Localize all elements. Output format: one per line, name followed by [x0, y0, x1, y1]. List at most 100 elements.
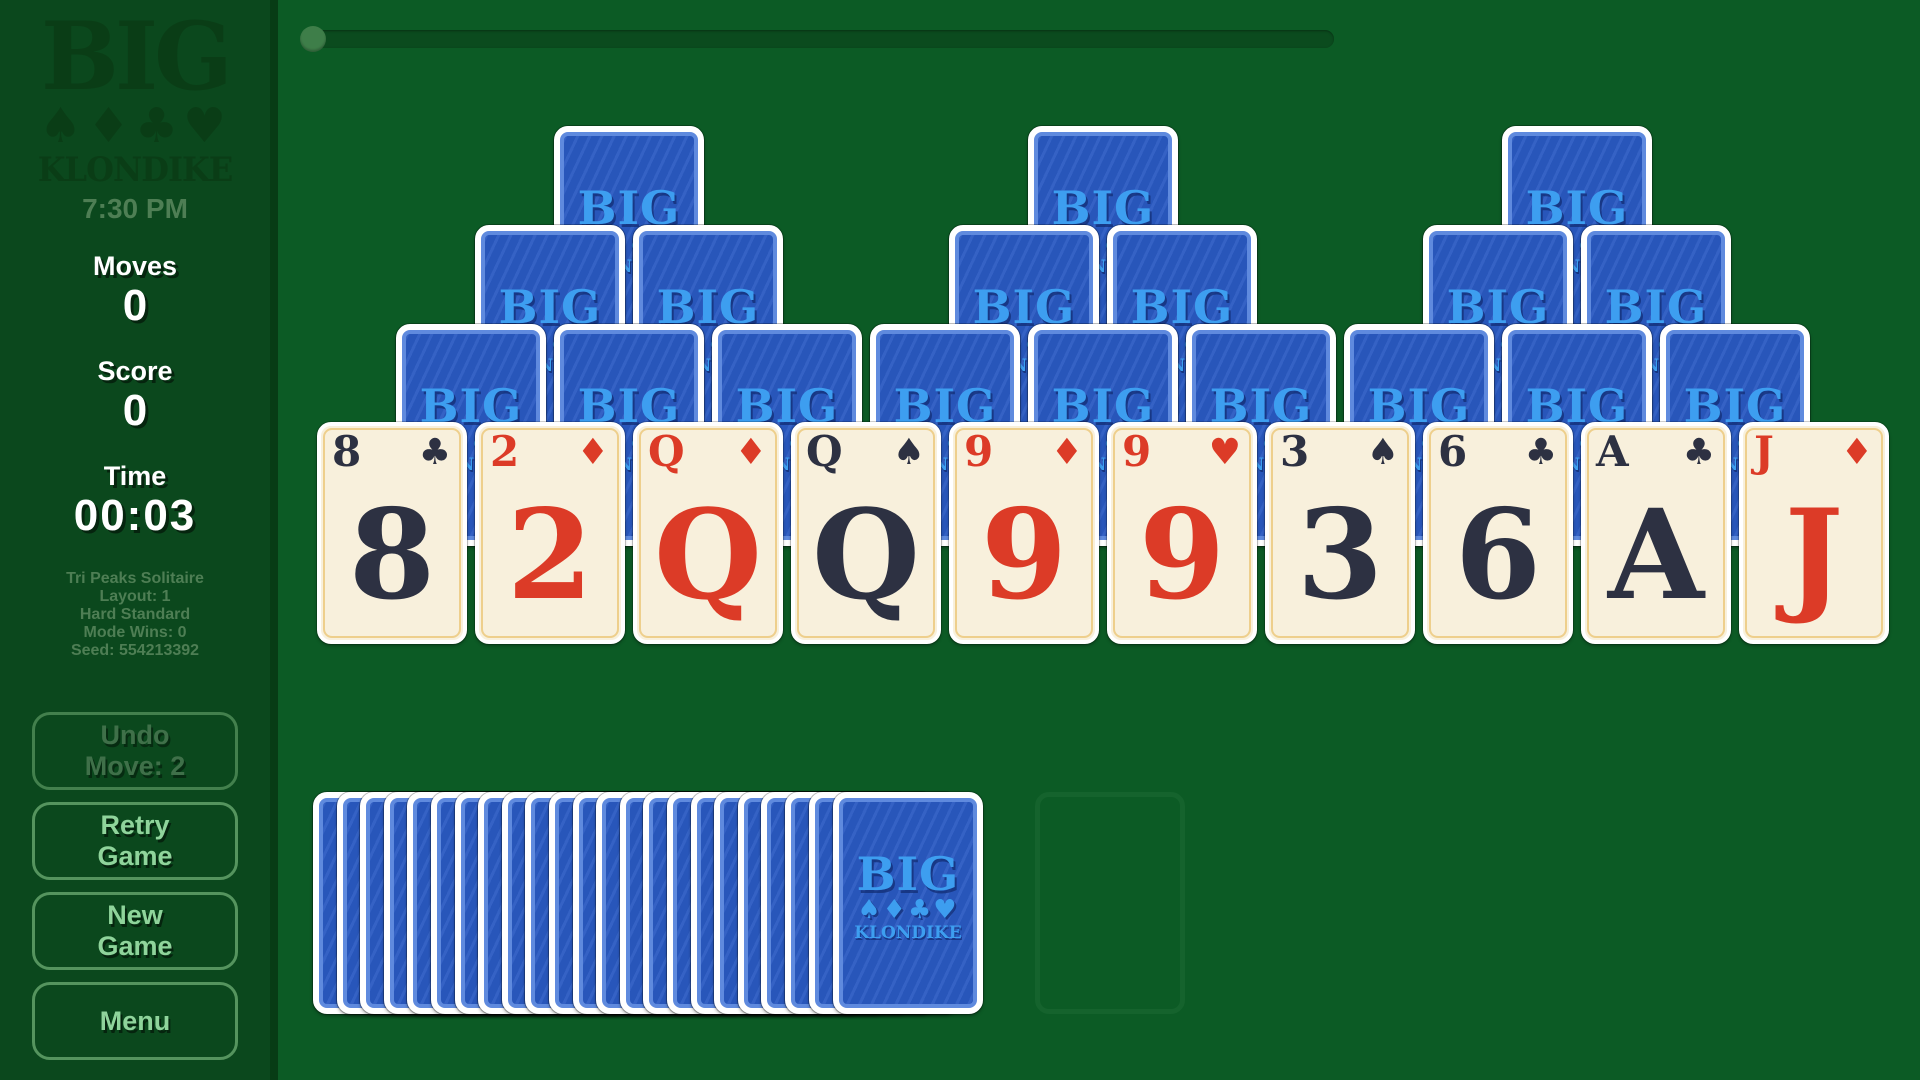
card-back-logo-text: BIG — [1367, 379, 1471, 433]
clock-display: 7:30 PM — [82, 193, 188, 224]
faceup-card-8-clubs[interactable]: 8 ♣ 8 — [317, 422, 467, 644]
card-back-logo-text: BIG — [972, 280, 1076, 334]
game-info-line: Mode Wins: 0 — [83, 624, 187, 641]
menu-button-label: Menu — [99, 1005, 171, 1036]
card-rank-corner: J — [1754, 427, 1774, 476]
clubs-suit-icon: ♣ — [1682, 432, 1715, 473]
game-info-line: Seed: 554213392 — [70, 642, 200, 659]
retry-game-button[interactable]: Retry Game — [32, 802, 238, 880]
faceup-card-6-clubs[interactable]: 6 ♣ 6 — [1423, 422, 1573, 644]
card-rank-center: 9 — [1138, 483, 1226, 628]
card-rank-center: 9 — [980, 483, 1068, 628]
card-rank-corner: Q — [806, 427, 843, 476]
menu-button[interactable]: Menu — [32, 982, 238, 1060]
card-back-logo-text: BIG — [1525, 379, 1629, 433]
undo-button-label: Undo — [100, 720, 170, 750]
diamonds-suit-icon: ♦ — [1840, 432, 1873, 473]
card-back-logo-text: BIG — [1604, 280, 1708, 334]
card-rank-corner: 9 — [1122, 427, 1152, 476]
logo-big-text: BIG — [41, 2, 233, 112]
new-game-button-sublabel: Game — [97, 931, 173, 961]
time-label: Time — [103, 461, 167, 491]
card-back-logo: BIG♠♦♣♥KLONDIKE — [843, 802, 973, 943]
sidebar: BIG ♠♦♣♥ KLONDIKE 7:30 PM Moves 0 Score … — [0, 0, 278, 1080]
card-rank-corner: Q — [648, 427, 685, 476]
logo-klondike-text: KLONDIKE — [37, 150, 234, 190]
card-back-logo-text: BIG — [1051, 379, 1155, 433]
card-rank-corner: 9 — [964, 427, 994, 476]
card-rank-center: 6 — [1454, 483, 1542, 628]
timer-progress-bar — [300, 26, 1334, 52]
card-back-klondike-text: KLONDIKE — [854, 923, 962, 943]
game-info-line: Hard Standard — [79, 606, 191, 623]
clubs-suit-icon: ♣ — [1524, 432, 1557, 473]
card-back-logo-text: BIG — [656, 280, 760, 334]
undo-button[interactable]: Undo Move: 2 — [32, 712, 238, 790]
game-info-line: Tri Peaks Solitaire — [66, 570, 204, 587]
undo-button-sublabel: Move: 2 — [84, 751, 186, 781]
time-value: 00:03 — [73, 491, 197, 540]
card-back-logo-text: BIG — [577, 181, 681, 235]
card-back-logo-text: BIG — [1130, 280, 1234, 334]
faceup-card-3-spades[interactable]: 3 ♠ 3 — [1265, 422, 1415, 644]
retry-button-sublabel: Game — [97, 841, 173, 871]
card-back-logo-text: BIG — [577, 379, 681, 433]
card-rank-corner: 2 — [490, 427, 520, 476]
progress-knob — [300, 26, 326, 52]
card-back-logo-text: BIG — [1525, 181, 1629, 235]
faceup-card-Q-diamonds[interactable]: Q ♦ Q — [633, 422, 783, 644]
score-stat: Score 0 — [0, 356, 270, 435]
spades-suit-icon: ♠ — [892, 432, 925, 473]
card-rank-center: 2 — [506, 483, 594, 628]
card-back-logo-text: BIG — [1683, 379, 1787, 433]
card-rank-center: Q — [811, 483, 920, 628]
card-rank-corner: 6 — [1438, 427, 1468, 476]
faceup-card-9-diamonds[interactable]: 9 ♦ 9 — [949, 422, 1099, 644]
faceup-card-Q-spades[interactable]: Q ♠ Q — [791, 422, 941, 644]
card-rank-center: J — [1784, 483, 1844, 628]
diamonds-suit-icon: ♦ — [576, 432, 609, 473]
card-rank-center: 8 — [348, 483, 436, 628]
card-rank-center: Q — [653, 483, 762, 628]
faceup-card-9-hearts[interactable]: 9 ♥ 9 — [1107, 422, 1257, 644]
card-rank-corner: 8 — [332, 427, 362, 476]
game-info-line: Layout: 1 — [99, 588, 171, 605]
card-back-logo-text: BIG — [419, 379, 523, 433]
faceup-card-J-diamonds[interactable]: J ♦ J — [1739, 422, 1889, 644]
stock-top-card[interactable]: BIG♠♦♣♥KLONDIKE — [833, 792, 983, 1014]
card-back-logo-text: BIG — [735, 379, 839, 433]
diamonds-suit-icon: ♦ — [1050, 432, 1083, 473]
score-value: 0 — [122, 386, 148, 435]
card-rank-corner: 3 — [1280, 427, 1310, 476]
retry-button-label: Retry — [100, 810, 170, 840]
logo-suits-icons: ♠♦♣♥ — [38, 98, 232, 154]
clubs-suit-icon: ♣ — [418, 432, 451, 473]
hearts-suit-icon: ♥ — [1208, 432, 1241, 473]
card-back-logo-text: BIG — [856, 847, 960, 901]
moves-label: Moves — [92, 251, 178, 281]
waste-slot[interactable] — [1035, 792, 1185, 1014]
spades-suit-icon: ♠ — [1366, 432, 1399, 473]
card-rank-center: 3 — [1296, 483, 1384, 628]
card-rank-center: A — [1607, 483, 1705, 628]
moves-value: 0 — [122, 281, 148, 330]
card-rank-corner: A — [1596, 427, 1629, 476]
card-back-pattern: BIG♠♦♣♥KLONDIKE — [839, 798, 977, 1008]
moves-stat: Moves 0 — [0, 251, 270, 330]
app-logo: BIG ♠♦♣♥ KLONDIKE — [0, 2, 270, 190]
card-back-logo-text: BIG — [1446, 280, 1550, 334]
game-info: Tri Peaks Solitaire Layout: 1 Hard Stand… — [0, 570, 270, 660]
new-game-button-label: New — [107, 900, 163, 930]
faceup-card-2-diamonds[interactable]: 2 ♦ 2 — [475, 422, 625, 644]
score-label: Score — [97, 356, 173, 386]
card-back-logo-text: BIG — [1051, 181, 1155, 235]
time-stat: Time 00:03 — [0, 461, 270, 540]
faceup-card-A-clubs[interactable]: A ♣ A — [1581, 422, 1731, 644]
card-back-suits-icons: ♠♦♣♥ — [857, 895, 959, 925]
card-back-logo-text: BIG — [1209, 379, 1313, 433]
sidebar-button-stack: Undo Move: 2 Retry Game New Game Menu — [0, 700, 270, 1060]
new-game-button[interactable]: New Game — [32, 892, 238, 970]
diamonds-suit-icon: ♦ — [734, 432, 767, 473]
card-back-logo-text: BIG — [498, 280, 602, 334]
